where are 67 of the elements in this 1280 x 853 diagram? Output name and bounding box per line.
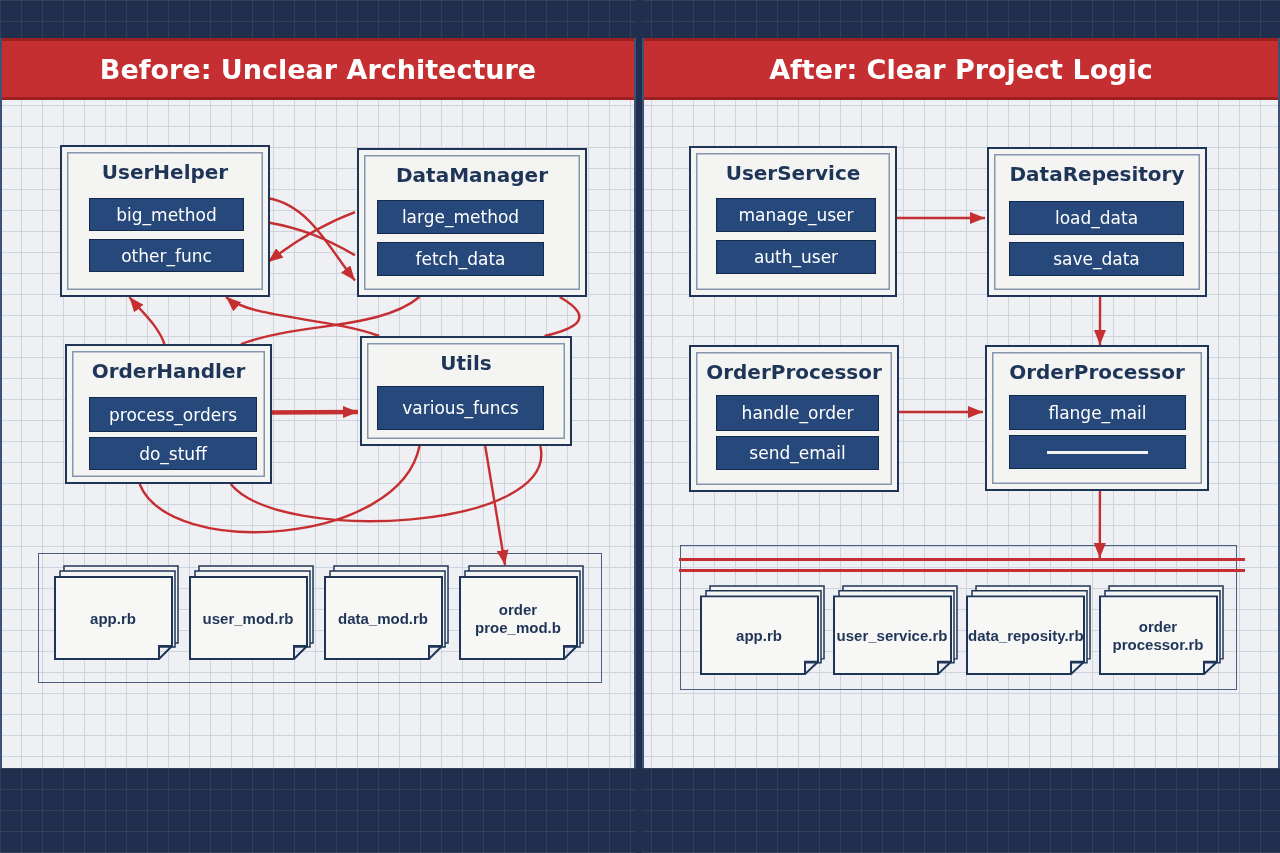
class-name: OrderProcessor xyxy=(706,360,882,384)
panel-header: Before: Unclear Architecture xyxy=(2,38,634,100)
class-card xyxy=(689,146,897,297)
connector-line xyxy=(544,296,581,338)
connector-line xyxy=(138,445,421,534)
arrow xyxy=(128,296,166,345)
method-bar: handle_order xyxy=(716,395,879,431)
connector-line xyxy=(267,221,356,257)
class-card xyxy=(689,345,899,492)
file-name: data_mod.rb xyxy=(338,609,428,628)
file-card xyxy=(459,565,587,660)
file-name: order proe_mod.b xyxy=(474,600,562,637)
class-name: Utils xyxy=(440,351,492,375)
method-bar: do_stuff xyxy=(89,437,257,470)
file-card xyxy=(1099,585,1227,675)
bus-line xyxy=(679,558,1245,572)
arrow xyxy=(484,445,509,566)
class-card xyxy=(357,148,587,297)
connector-line xyxy=(240,296,421,346)
connector-line xyxy=(229,445,542,523)
arrow xyxy=(270,406,358,418)
file-name: user_mod.rb xyxy=(202,609,294,628)
arrow xyxy=(895,211,985,224)
arrow xyxy=(1093,297,1106,345)
panel xyxy=(0,38,636,768)
class-name: UserHelper xyxy=(101,160,229,184)
arrow xyxy=(225,296,380,338)
file-card xyxy=(324,565,452,660)
file-card xyxy=(833,585,961,675)
class-name: OrderProcessor xyxy=(1009,360,1185,384)
arrow xyxy=(267,197,356,282)
arrow xyxy=(897,406,983,418)
class-card xyxy=(360,336,572,446)
method-bar: process_orders xyxy=(89,397,257,432)
arrow xyxy=(1093,491,1106,558)
method-bar: auth_user xyxy=(716,240,876,274)
class-card xyxy=(65,344,272,484)
method-bar: various_funcs xyxy=(377,386,544,430)
panel xyxy=(642,38,1280,768)
class-card xyxy=(987,147,1207,297)
method-bar: big_method xyxy=(89,198,244,231)
file-name: user_service.rb xyxy=(836,627,948,645)
file-card xyxy=(700,585,828,675)
class-name: DataManager xyxy=(396,163,548,187)
file-name: data_reposity.rb xyxy=(968,627,1082,645)
method-bar: manage_user xyxy=(716,198,876,232)
class-card xyxy=(60,145,270,297)
class-name: OrderHandler xyxy=(91,359,246,383)
panel-header: After: Clear Project Logic xyxy=(644,38,1278,100)
class-card xyxy=(985,345,1209,491)
method-bar: save_data xyxy=(1009,242,1184,276)
class-name: UserService xyxy=(725,161,861,185)
method-bar: flange_mail xyxy=(1009,395,1186,430)
file-name: app.rb xyxy=(90,609,136,628)
file-card xyxy=(54,565,182,660)
file-name: order processor.rb xyxy=(1111,618,1205,654)
method-bar: fetch_data xyxy=(377,242,544,276)
file-card xyxy=(189,565,317,660)
method-bar: send_email xyxy=(716,436,879,470)
class-name: DataRepesitory xyxy=(1009,162,1185,186)
method-bar: other_func xyxy=(89,239,244,272)
file-name: app.rb xyxy=(736,627,782,645)
method-bar: large_method xyxy=(377,200,544,234)
file-card xyxy=(966,585,1094,675)
arrow xyxy=(267,210,356,263)
method-bar: load_data xyxy=(1009,201,1184,235)
method-bar xyxy=(1009,435,1186,469)
